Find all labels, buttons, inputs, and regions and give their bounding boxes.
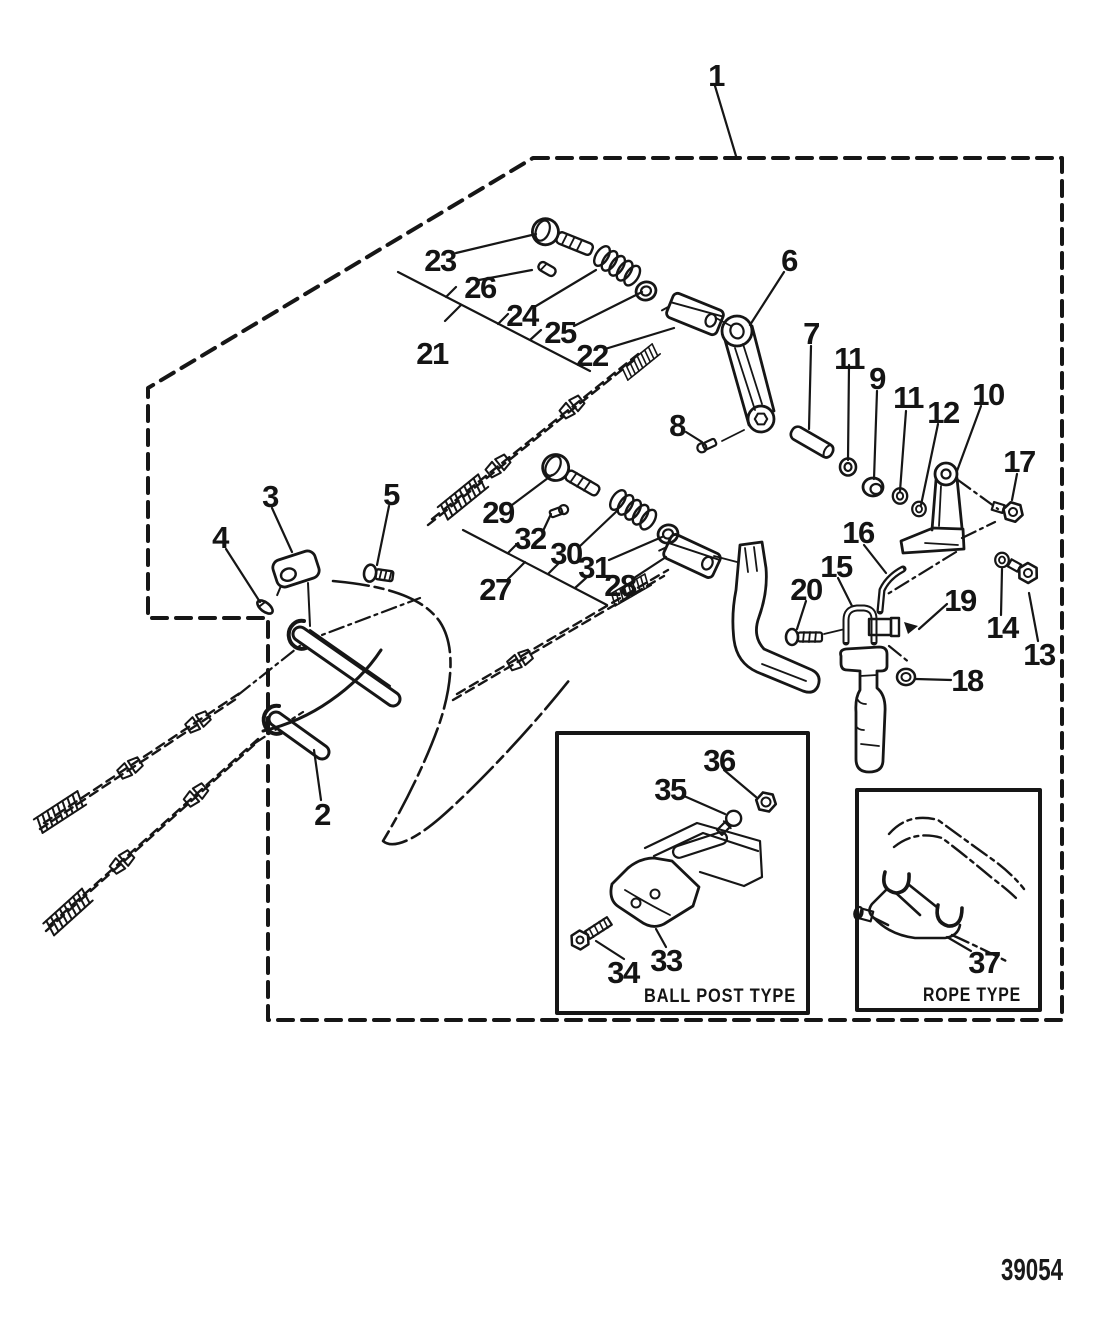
part-callout-28: 28: [604, 568, 637, 603]
rope-clamp-37: [853, 870, 964, 940]
clevis-15: [842, 604, 901, 646]
bushing-9: [861, 476, 885, 498]
part-callout-18: 18: [951, 663, 984, 698]
spring-24: [589, 242, 645, 290]
spring-30: [605, 486, 661, 534]
part-callout-24: 24: [506, 298, 540, 333]
part-callout-5: 5: [383, 477, 400, 512]
cable-wrap: [436, 473, 490, 521]
link-rod-16: [876, 565, 907, 615]
part-callout-21: 21: [416, 336, 449, 371]
ball-post-35: [715, 809, 743, 837]
part-callout-12: 12: [927, 395, 959, 430]
part-callout-6: 6: [781, 243, 798, 278]
part-callout-14: 14: [986, 610, 1020, 645]
lever-10: [899, 461, 966, 555]
part-callout-17: 17: [1003, 444, 1035, 479]
part-callout-13: 13: [1023, 637, 1056, 672]
washer-14: [994, 551, 1010, 569]
pivot-pin-7: [789, 425, 835, 459]
part-callout-36: 36: [703, 743, 736, 778]
part-callout-37: 37: [968, 945, 1000, 980]
part-callout-31: 31: [578, 550, 611, 585]
inset-caption-ball-post: BALL POST TYPE: [644, 986, 796, 1007]
figure-number: 39054: [1001, 1252, 1064, 1287]
screw-32: [548, 504, 570, 519]
part-callout-35: 35: [654, 772, 687, 807]
part-callout-7: 7: [803, 316, 819, 351]
screw-20: [784, 627, 846, 647]
part-callout-1: 1: [708, 58, 725, 93]
assembly-outline: [146, 156, 1064, 1022]
part-callout-8: 8: [669, 408, 686, 443]
part-callout-26: 26: [464, 270, 497, 305]
control-cables: [32, 343, 670, 937]
screw-17: [990, 499, 1027, 525]
bolt-29: [541, 453, 601, 497]
part-callout-20: 20: [790, 572, 822, 607]
cotter-pin-4: [256, 599, 274, 615]
screw-13: [1006, 558, 1043, 587]
nut-18: [895, 667, 917, 687]
part-callout-22: 22: [576, 338, 608, 373]
screw-8: [696, 429, 745, 454]
part-callout-19: 19: [944, 583, 977, 618]
part-callout-15: 15: [820, 549, 853, 584]
part-callout-34: 34: [607, 955, 641, 990]
anchor-bracket-2: [261, 618, 402, 761]
throttle-lever-6: [720, 314, 776, 434]
part-callout-10: 10: [972, 377, 1004, 412]
part-callout-23: 23: [424, 243, 457, 278]
bolt-23: [531, 217, 595, 257]
anchor-bracket-33: [609, 856, 701, 928]
part-callout-11: 11: [834, 341, 865, 376]
pin-26: [537, 260, 557, 278]
bolt-34: [566, 916, 613, 954]
cable-wrap: [42, 887, 94, 937]
part-callout-27: 27: [479, 572, 511, 607]
inset-ball-post: BALL POST TYPE: [555, 731, 810, 1015]
inset-caption-rope: ROPE TYPE: [923, 985, 1021, 1006]
cable-clamp-3: [271, 549, 321, 627]
nut-36: [753, 790, 779, 814]
part-callout-3: 3: [262, 479, 279, 514]
handle-shaft: [839, 645, 889, 774]
part-callout-2: 2: [314, 797, 330, 832]
pin-19: [904, 622, 918, 634]
washer-12: [911, 500, 927, 518]
part-callout-25: 25: [544, 315, 577, 350]
part-callout-16: 16: [842, 515, 875, 550]
part-callout-29: 29: [482, 495, 515, 530]
part-callout-32: 32: [514, 521, 546, 556]
part-callout-4: 4: [212, 520, 230, 555]
cable-wrap: [619, 343, 661, 381]
part-callout-9: 9: [869, 361, 886, 396]
assembly-axes: [713, 317, 1000, 665]
nut-25: [632, 277, 660, 305]
inset-rope: ROPE TYPE: [853, 788, 1042, 1012]
part-callout-11: 11: [893, 380, 924, 415]
part-callout-30: 30: [550, 536, 582, 571]
trunnion-arm: [731, 540, 821, 694]
screw-5: [362, 563, 395, 583]
leader-lines: [224, 84, 1040, 961]
part-callout-33: 33: [650, 943, 683, 978]
